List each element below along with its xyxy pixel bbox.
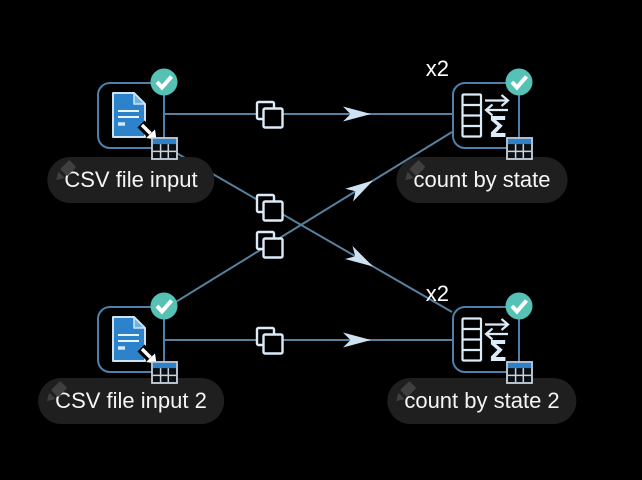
copy-icon <box>255 193 284 222</box>
node-label-text: count by state <box>413 167 551 192</box>
node-label-text: CSV file input <box>64 167 198 192</box>
output-table-icon[interactable] <box>506 361 533 384</box>
import-arrow-icon <box>137 120 159 142</box>
node-multiplicity-badge: x2 <box>425 56 449 81</box>
connection-arrow-icon <box>343 332 371 348</box>
output-table-icon[interactable] <box>506 137 533 160</box>
node-frame <box>452 82 520 149</box>
connection-arrow-icon <box>345 246 373 267</box>
csv-document-icon <box>112 316 159 366</box>
copy-icon <box>255 230 284 259</box>
status-success-icon <box>505 292 533 320</box>
node-label-count1[interactable]: count by state <box>396 157 568 203</box>
node-frame <box>97 82 165 149</box>
edit-pencil-icon[interactable] <box>50 158 78 186</box>
copy-icon-front-square <box>262 333 284 355</box>
node-label-text: CSV file input 2 <box>55 388 207 413</box>
copy-icon-front-square <box>262 107 284 129</box>
arrow-left-icon <box>484 103 508 117</box>
connection-csv2-to-count2 <box>165 326 452 355</box>
connection-csv1-to-count1 <box>165 100 452 129</box>
status-success-icon <box>150 292 178 320</box>
copy-icon <box>255 100 284 129</box>
arrow-left-icon <box>484 327 508 341</box>
connection-arrow-icon <box>343 106 371 122</box>
node-csv-file-input[interactable] <box>97 68 178 160</box>
copy-icon <box>255 326 284 355</box>
node-label-text: count by state 2 <box>404 388 560 413</box>
output-table-icon[interactable] <box>151 361 178 384</box>
status-success-icon <box>150 68 178 96</box>
arrow-right-icon <box>485 94 510 107</box>
copy-icon-front-square <box>262 237 284 259</box>
node-frame <box>452 306 520 373</box>
status-success-icon <box>505 68 533 96</box>
aggregate-sigma-icon: Σ <box>461 93 510 144</box>
sigma-glyph: Σ <box>488 335 507 368</box>
node-label-csv1[interactable]: CSV file input <box>47 157 215 203</box>
csv-document-icon <box>112 92 159 142</box>
node-label-csv2[interactable]: CSV file input 2 <box>38 378 224 424</box>
node-csv-file-input-2[interactable] <box>97 292 178 384</box>
node-multiplicity-badge: x2 <box>425 281 449 306</box>
node-count-by-state-2[interactable]: Σ <box>452 292 533 384</box>
node-label-count2[interactable]: count by state 2 <box>387 378 577 424</box>
aggregate-sigma-icon: Σ <box>461 317 510 368</box>
output-table-icon[interactable] <box>151 137 178 160</box>
connection-csv1-to-count2 <box>165 146 453 313</box>
edit-pencil-icon[interactable] <box>400 158 428 186</box>
arrow-right-icon <box>485 318 510 331</box>
copy-icon-front-square <box>262 200 284 222</box>
sigma-glyph: Σ <box>488 111 507 144</box>
node-frame <box>97 306 165 373</box>
edit-pencil-icon[interactable] <box>41 379 69 407</box>
connection-arrow-icon <box>345 180 373 202</box>
node-count-by-state[interactable]: Σ <box>452 68 533 160</box>
edit-pencil-icon[interactable] <box>390 379 418 407</box>
import-arrow-icon <box>137 344 159 366</box>
